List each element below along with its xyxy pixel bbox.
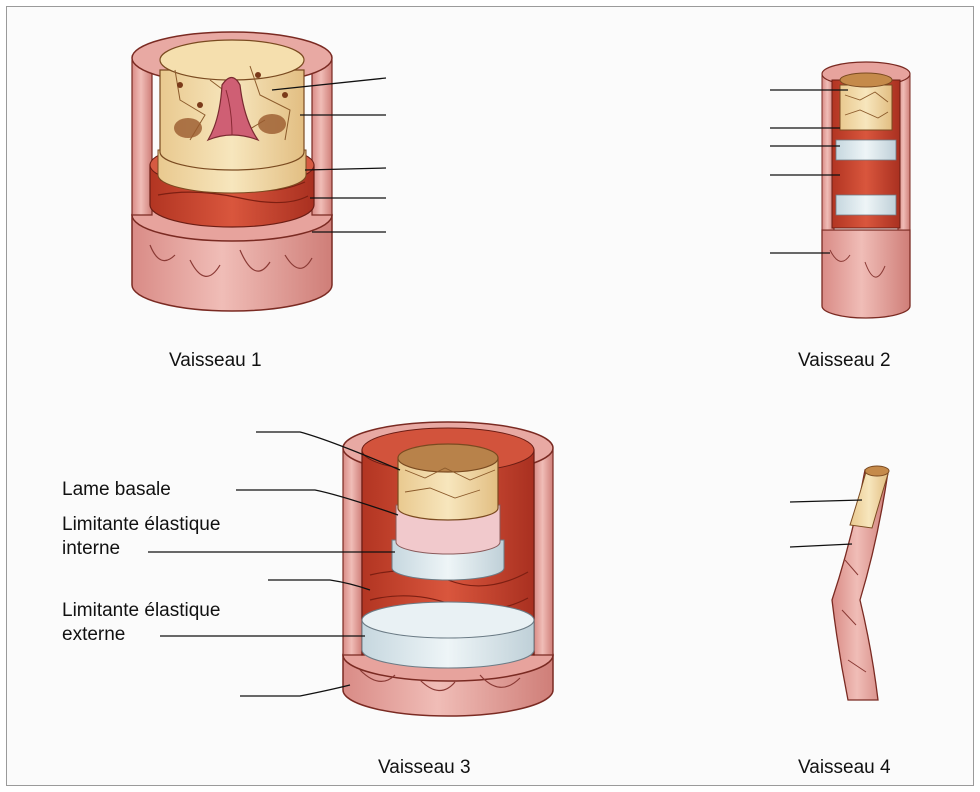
vessel-4-caption: Vaisseau 4 bbox=[798, 757, 891, 779]
vessel-1-drawing bbox=[132, 32, 386, 311]
label-limitante-externe-line2: externe bbox=[62, 624, 125, 646]
label-limitante-externe-line1: Limitante élastique bbox=[62, 600, 220, 622]
label-lame-basale: Lame basale bbox=[62, 479, 171, 501]
vessel-4-drawing bbox=[790, 466, 889, 700]
vessel-2-caption: Vaisseau 2 bbox=[798, 350, 891, 372]
vessel-3-drawing bbox=[148, 422, 553, 716]
vessel-3-caption: Vaisseau 3 bbox=[378, 757, 471, 779]
vessel-1-caption: Vaisseau 1 bbox=[169, 350, 262, 372]
label-limitante-interne-line2: interne bbox=[62, 538, 120, 560]
vessel-2-drawing bbox=[770, 62, 910, 318]
label-limitante-interne-line1: Limitante élastique bbox=[62, 514, 220, 536]
